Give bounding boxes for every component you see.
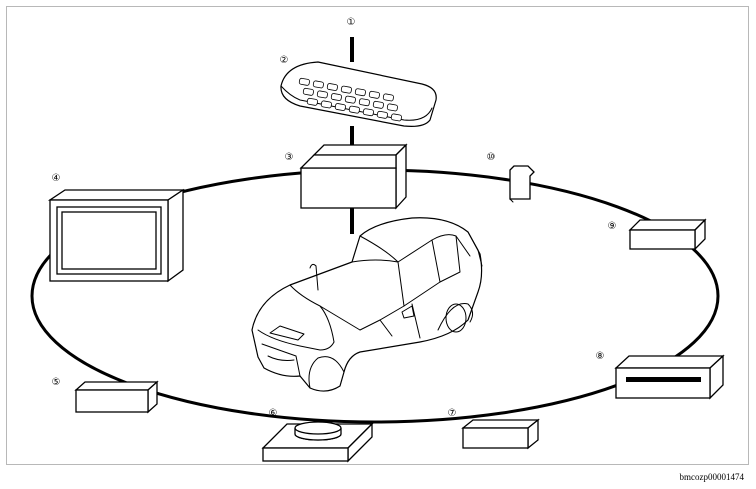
callout-6: ⑥ <box>269 408 278 419</box>
reference-code: bmcozp00001474 <box>679 472 745 482</box>
remote-control-icon <box>280 61 437 127</box>
control-unit-icon <box>299 143 408 210</box>
callout-8: ⑧ <box>596 351 605 362</box>
callout-4: ④ <box>52 173 61 184</box>
disc-player-icon <box>614 354 725 400</box>
display-screen-icon <box>47 188 186 283</box>
callout-5: ⑤ <box>52 377 61 388</box>
car-icon <box>251 217 483 392</box>
callout-3: ③ <box>285 152 294 163</box>
callout-2: ② <box>280 55 289 66</box>
callout-9: ⑨ <box>608 221 617 232</box>
callout-1: ① <box>347 17 356 28</box>
module-box-icon <box>628 218 707 251</box>
module-box-icon <box>74 380 159 414</box>
module-box-icon <box>461 418 540 450</box>
puck-device-icon <box>261 421 374 463</box>
sd-card-icon <box>509 165 535 203</box>
callout-7: ⑦ <box>448 408 457 419</box>
callout-10: ⑩ <box>487 152 496 163</box>
